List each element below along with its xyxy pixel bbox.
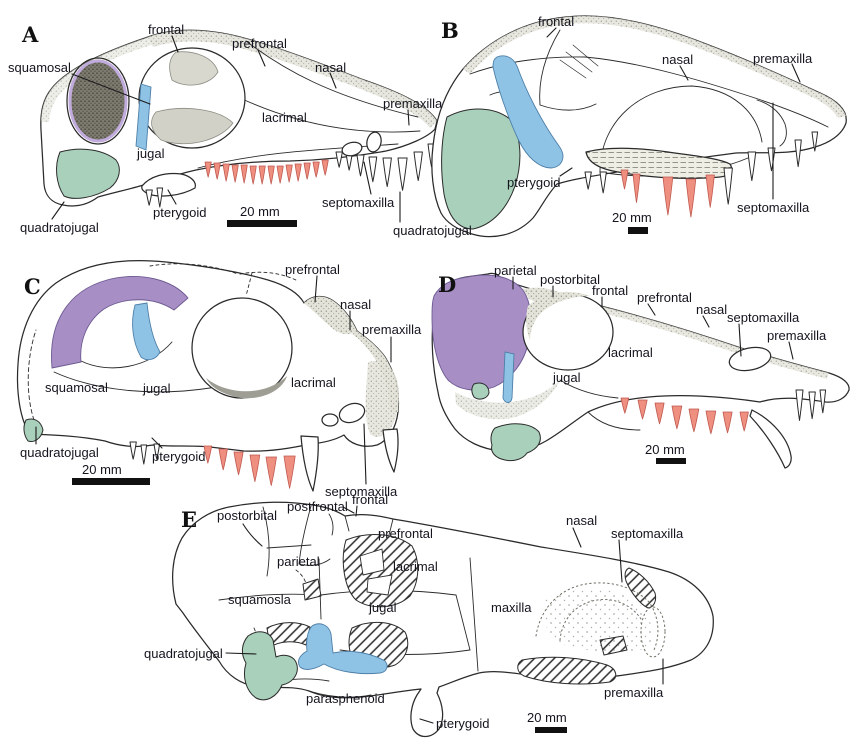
quadratojugal-patch-d: [471, 382, 541, 462]
epipterygoid-patch-b: [492, 55, 564, 169]
epipterygoid-patch-d: [502, 351, 515, 403]
naris-a: [341, 141, 363, 157]
label-d-nasal: nasal: [696, 302, 728, 317]
skull-drawing-a: [40, 29, 438, 208]
label-a-frontal: frontal: [148, 22, 185, 37]
label-e-parasphenoid: parasphenoid: [306, 691, 385, 706]
label-b-quadratojugal: quadratojugal: [393, 223, 472, 238]
label-c-squamosal: squamosal: [45, 380, 108, 395]
label-e-maxilla: maxilla: [491, 600, 532, 615]
label-d-parietal: parietal: [494, 263, 537, 278]
parasphenoid-patch-e: [297, 623, 388, 675]
quadratojugal-patch-a: [56, 148, 120, 199]
label-a-lacrimal: lacrimal: [262, 110, 307, 125]
scale-label-d: 20 mm: [645, 442, 685, 457]
label-d-postorbital: postorbital: [540, 272, 600, 287]
label-e-postorbital: postorbital: [217, 508, 277, 523]
scale-label-a: 20 mm: [240, 204, 280, 219]
label-e-prefrontal: prefrontal: [378, 526, 433, 541]
label-e-pterygoid: pterygoid: [436, 716, 490, 731]
panel-letter-d: D: [438, 272, 457, 297]
label-c-premaxilla: premaxilla: [362, 322, 422, 337]
scale-label-b: 20 mm: [612, 210, 652, 225]
squamosal-patch-c: [51, 276, 189, 369]
panel-letter-e: E: [181, 507, 198, 532]
label-c-nasal: nasal: [340, 297, 372, 312]
fang-c-2: [382, 428, 399, 473]
premaxillary-teeth-d: [795, 389, 827, 422]
label-e-premaxilla: premaxilla: [604, 685, 664, 700]
label-a-quadratojugal: quadratojugal: [20, 220, 99, 235]
label-c-septomaxilla: septomaxilla: [325, 484, 398, 499]
skull-drawing-b: [431, 15, 847, 238]
panel-letter-b: B: [441, 18, 459, 43]
label-e-jugal: jugal: [369, 600, 397, 615]
fang-c-1: [300, 435, 319, 492]
label-b-frontal: frontal: [538, 14, 575, 29]
label-b-premaxilla: premaxilla: [753, 51, 813, 66]
label-e-frontal: frontal: [352, 492, 389, 507]
label-c-lacrimal: lacrimal: [291, 375, 336, 390]
canine-d: [749, 409, 792, 469]
scale-bar-c: [72, 478, 150, 485]
scale-bar-e: [535, 727, 567, 733]
marginal-teeth-c: [203, 445, 297, 490]
label-e-postfrontal: postfrontal: [287, 499, 348, 514]
skull-drawing-d: [431, 272, 850, 469]
label-d-prefrontal: prefrontal: [637, 290, 692, 305]
label-d-jugal: jugal: [553, 370, 581, 385]
skull-drawing-e: [172, 501, 714, 738]
scale-bar-d: [656, 458, 686, 464]
panel-letter-a: A: [22, 22, 39, 47]
marginal-teeth-d: [620, 397, 750, 435]
naris-c: [338, 402, 366, 424]
label-a-nasal: nasal: [315, 60, 347, 75]
marginal-teeth-a: [204, 159, 329, 185]
label-e-quadratojugal: quadratojugal: [144, 646, 223, 661]
label-a-septomaxilla: septomaxilla: [322, 195, 395, 210]
label-e-nasal: nasal: [566, 513, 598, 528]
temporal-fenestra-a: [68, 59, 128, 143]
quadratojugal-patch-e: [241, 631, 298, 701]
scale-bar-b: [628, 227, 648, 234]
epipterygoid-patch-c: [132, 302, 161, 361]
label-d-lacrimal: lacrimal: [608, 345, 653, 360]
label-a-jugal: jugal: [137, 146, 165, 161]
label-d-septomaxilla: septomaxilla: [727, 310, 800, 325]
label-e-lacrimal: lacrimal: [393, 559, 438, 574]
scale-bar-a: [227, 220, 297, 227]
leader-lines: [35, 27, 801, 724]
panel-letter-c: C: [24, 274, 41, 299]
orbit-c: [191, 297, 293, 399]
label-a-squamosal: squamosal: [8, 60, 71, 75]
label-a-pterygoid: pterygoid: [153, 205, 207, 220]
label-c-pterygoid: pterygoid: [152, 449, 206, 464]
label-b-nasal: nasal: [662, 52, 694, 67]
label-c-jugal: jugal: [143, 381, 171, 396]
label-d-premaxilla: premaxilla: [767, 328, 827, 343]
skull-drawing-c: [16, 260, 400, 492]
quadratojugal-patch-c: [23, 418, 44, 442]
label-c-prefrontal: prefrontal: [285, 262, 340, 277]
scale-label-c: 20 mm: [82, 462, 122, 477]
label-a-premaxilla: premaxilla: [383, 96, 443, 111]
label-b-pterygoid: pterygoid: [507, 175, 561, 190]
label-e-parietal: parietal: [277, 554, 320, 569]
scale-label-e: 20 mm: [527, 710, 567, 725]
label-c-quadratojugal: quadratojugal: [20, 445, 99, 460]
scale-bars: [72, 220, 686, 733]
naris-d: [728, 346, 772, 372]
quadratojugal-patch-b: [441, 108, 521, 230]
label-e-septomaxilla: septomaxilla: [611, 526, 684, 541]
label-b-septomaxilla: septomaxilla: [737, 200, 810, 215]
label-a-prefrontal: prefrontal: [232, 36, 287, 51]
label-d-frontal: frontal: [592, 283, 629, 298]
label-e-squamosla: squamosla: [228, 592, 291, 607]
